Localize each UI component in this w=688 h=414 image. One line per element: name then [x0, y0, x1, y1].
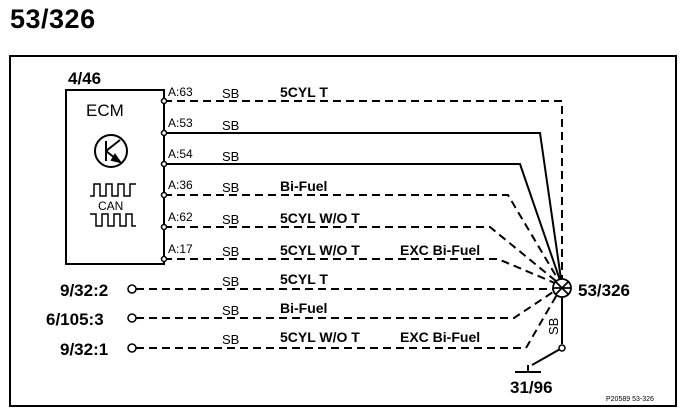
wire-variant-label: 5CYL W/O T	[280, 242, 360, 258]
wire-exception-label: EXC Bi-Fuel	[400, 329, 480, 345]
wire-color: SB	[222, 332, 239, 347]
page-title: 53/326	[10, 4, 96, 34]
pin-label: A:17	[168, 242, 193, 256]
ecm-module[interactable]	[65, 89, 165, 265]
wire-variant-label: 5CYL T	[280, 84, 328, 100]
ecm-label: ECM	[86, 101, 124, 120]
wire-variant-label: 5CYL W/O T	[280, 329, 360, 345]
ecm-wires	[164, 100, 563, 287]
wire-color: SB	[222, 274, 239, 289]
pin-label: A:53	[168, 116, 193, 130]
external-connector-label: 9/32:1	[60, 340, 108, 359]
external-connector-label: 6/105:3	[46, 310, 104, 329]
pin-label: A:54	[168, 147, 193, 161]
wire-color: SB	[222, 303, 239, 318]
ecm-pin-dots	[160, 97, 168, 263]
wire-variant-label: Bi-Fuel	[280, 300, 327, 316]
external-connector-label: 9/32:2	[60, 281, 108, 300]
splice-label: 53/326	[578, 281, 630, 300]
ground-wire-color: SB	[546, 318, 561, 335]
splice-icon[interactable]	[552, 278, 572, 298]
external-wires	[136, 285, 563, 349]
ground-wire	[515, 297, 563, 373]
wire-color: SB	[222, 86, 239, 101]
external-connector-terminals	[127, 284, 137, 353]
ground-label: 31/96	[510, 378, 553, 397]
pin-label: A:36	[168, 178, 193, 192]
diagram-frame	[9, 55, 677, 407]
wire-color: SB	[222, 180, 239, 195]
can-label: CAN	[98, 199, 123, 213]
wire-variant-label: 5CYL T	[280, 271, 328, 287]
wire-variant-label: 5CYL W/O T	[280, 210, 360, 226]
ground-terminal	[558, 344, 566, 352]
figure-reference: P20589 53-326	[606, 396, 654, 403]
wire-color: SB	[222, 118, 239, 133]
can-signal-icon	[90, 183, 136, 227]
pin-label: A:63	[168, 85, 193, 99]
wire-color: SB	[222, 244, 239, 259]
wire-exception-label: EXC Bi-Fuel	[400, 242, 480, 258]
wire-variant-label: Bi-Fuel	[280, 178, 327, 194]
wire-color: SB	[222, 149, 239, 164]
transistor-icon	[94, 134, 128, 168]
pin-label: A:62	[168, 210, 193, 224]
wire-color: SB	[222, 212, 239, 227]
module-id: 4/46	[68, 69, 101, 88]
